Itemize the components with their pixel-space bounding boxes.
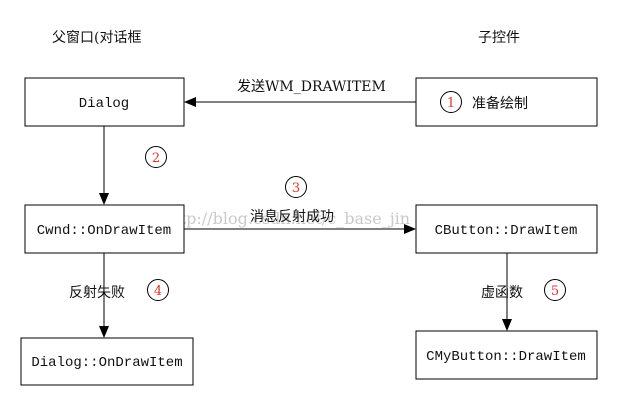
- cwnd-ondrawitem-box: Cwnd::OnDrawItem: [24, 204, 185, 254]
- cbutton-drawitem-label: CButton::DrawItem: [435, 223, 578, 239]
- step-4-badge: [147, 279, 169, 301]
- send-message-label: 发送WM_DRAWITEM: [237, 79, 386, 95]
- prepare-draw-box: 1 准备绘制: [415, 77, 598, 127]
- step-3-badge: [285, 176, 307, 198]
- cmybutton-drawitem-label: CMyButton::DrawItem: [426, 349, 586, 365]
- cbutton-drawitem-box: CButton::DrawItem: [415, 204, 598, 254]
- step-5-number: 5: [551, 284, 559, 299]
- step-1-badge: [440, 91, 462, 113]
- watermark-text: http://blog.csdn.net/c_base_jin: [163, 209, 410, 228]
- cwnd-ondrawitem-label: Cwnd::OnDrawItem: [37, 223, 171, 239]
- prepare-draw-label: 准备绘制: [472, 95, 528, 112]
- parent-window-header: 父窗口(对话框: [52, 29, 141, 46]
- dialog-ondrawitem-box: Dialog::OnDrawItem: [20, 337, 194, 386]
- dialog-ondrawitem-label: Dialog::OnDrawItem: [31, 355, 182, 371]
- step-3-number: 3: [292, 181, 300, 196]
- dialog-box: Dialog: [24, 77, 185, 127]
- step-1-number: 1: [447, 96, 455, 111]
- dialog-box-label: Dialog: [79, 96, 129, 112]
- virtual-function-label: 虚函数: [481, 285, 523, 301]
- child-control-header: 子控件: [478, 30, 520, 46]
- reflect-success-label: 消息反射成功: [250, 208, 334, 225]
- reflect-fail-label: 反射失败: [69, 285, 125, 301]
- step-2-badge: [145, 146, 167, 168]
- step-5-badge: [544, 279, 566, 301]
- step-2-number: 2: [152, 151, 160, 166]
- cmybutton-drawitem-box: CMyButton::DrawItem: [415, 330, 598, 380]
- step-4-number: 4: [154, 284, 162, 299]
